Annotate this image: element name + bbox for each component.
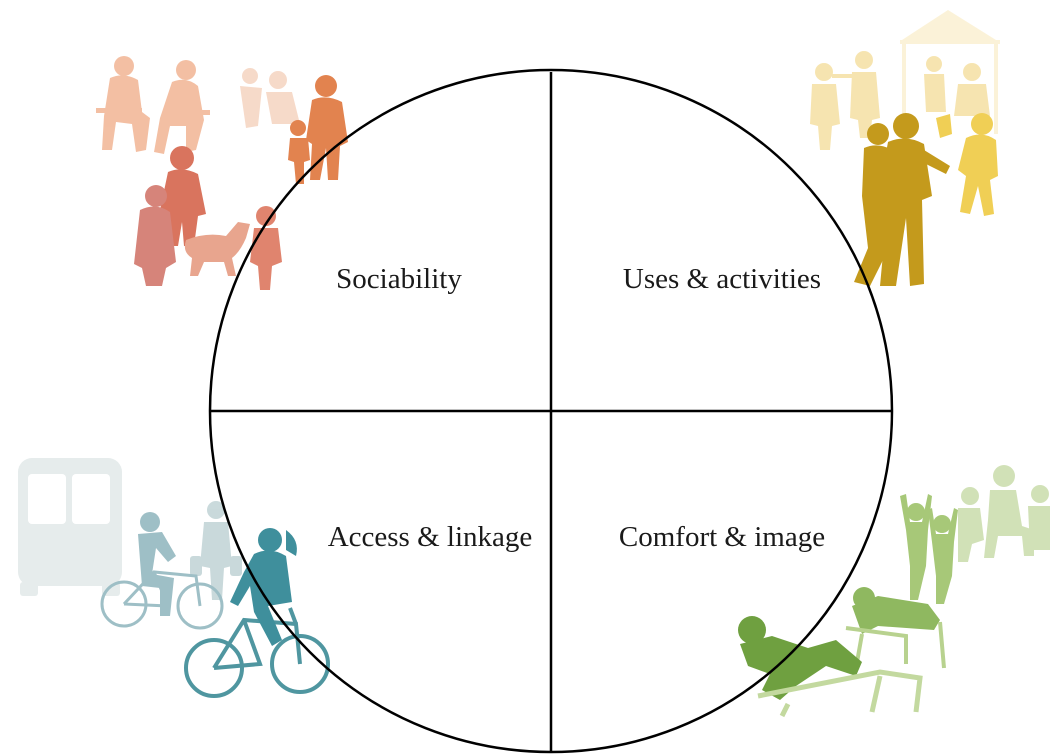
quadrant-label-comfort-image: Comfort & image <box>619 521 825 553</box>
uses-activities-illustration <box>810 10 1000 286</box>
quadrant-label-access-linkage: Access & linkage <box>328 521 533 553</box>
quadrant-label-sociability: Sociability <box>336 263 462 295</box>
quadrant-label-uses-activities: Uses & activities <box>623 263 821 295</box>
access-linkage-illustration <box>18 458 330 698</box>
sociability-people-illustration <box>96 56 348 290</box>
comfort-image-illustration <box>738 465 1050 718</box>
